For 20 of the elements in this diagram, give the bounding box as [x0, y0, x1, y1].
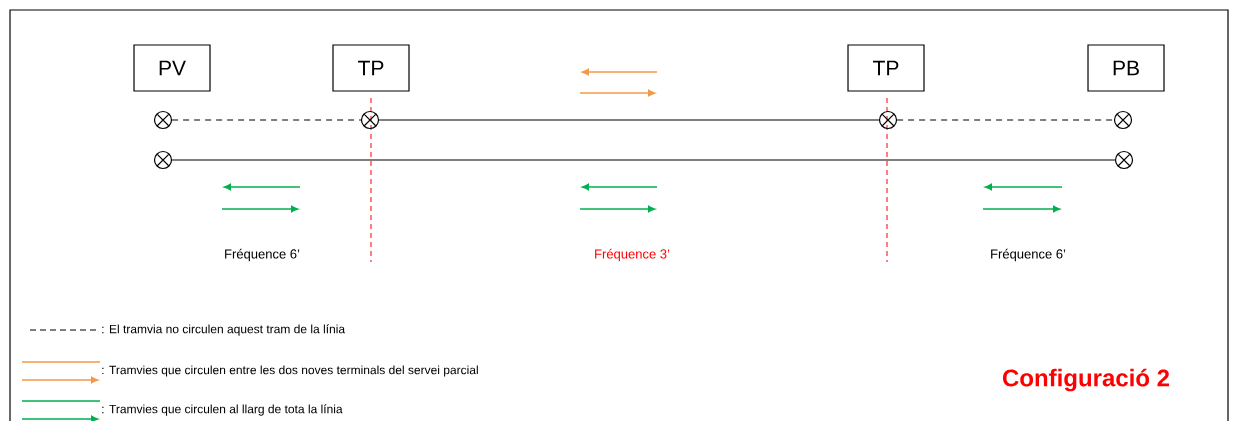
legend-text: : Tramvies que circulen entre les dos noves terminals del servei parcial — [102, 365, 478, 377]
track-line — [378, 119, 880, 121]
legend-text: : Tramvies que circulen al llarg de tota la línia — [102, 404, 343, 416]
station-symbol — [153, 150, 173, 170]
station-symbol — [1113, 110, 1133, 130]
station-symbol — [153, 110, 173, 130]
station-symbol — [360, 110, 380, 130]
station-symbol — [1114, 150, 1134, 170]
track-line — [171, 119, 362, 121]
frequency-label: Fréquence 6’ — [991, 248, 1066, 262]
title: Configuració 2 — [1003, 368, 1170, 392]
frequency-label: Fréquence 3’ — [595, 248, 670, 262]
station-symbol — [878, 110, 898, 130]
frequency-label: Fréquence 6’ — [225, 248, 300, 262]
station-box: PV — [133, 44, 211, 92]
station-box: TP — [332, 44, 410, 92]
track-line — [171, 159, 1116, 161]
legend-text: : El tramvia no circulen aquest tram de la línia — [102, 324, 346, 336]
station-box: PB — [1087, 44, 1165, 92]
station-box: TP — [847, 44, 925, 92]
